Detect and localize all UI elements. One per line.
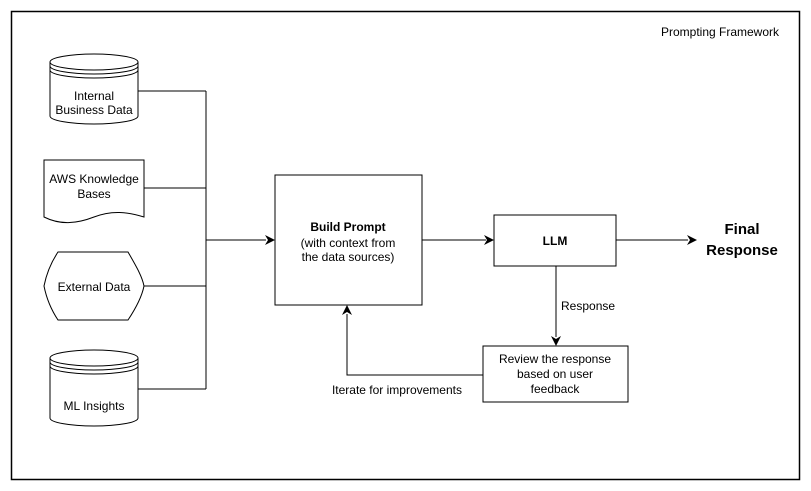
arrowhead-llm-in [484, 235, 494, 245]
internal-data-label-line2: Business Data [55, 103, 133, 117]
source-internal-business-data: Internal Business Data [49, 53, 139, 125]
build-prompt-box: Build Prompt (with context from the data… [274, 174, 423, 306]
arrowhead-final-response-in [687, 235, 697, 245]
review-line2: based on user [517, 367, 593, 381]
build-prompt-subtitle-line1: (with context from [301, 236, 396, 250]
aws-kb-label-line2: Bases [77, 187, 110, 201]
external-data-label: External Data [58, 280, 131, 294]
final-response-line1: Final [724, 221, 759, 238]
response-label: Response [561, 299, 615, 313]
response-label-bg [559, 297, 621, 314]
source-aws-knowledge-bases: AWS Knowledge Bases [43, 159, 145, 224]
aws-kb-label-line1: AWS Knowledge [49, 172, 139, 186]
build-prompt-title: Build Prompt [310, 220, 385, 234]
review-line3: feedback [531, 382, 581, 396]
arrowhead-build-prompt-in [265, 235, 275, 245]
database-icon [49, 358, 139, 427]
connectors: Response Iterate for improvements [137, 90, 697, 397]
final-response: Final Response [706, 221, 778, 259]
edge-review-to-build-prompt [346, 314, 483, 376]
iterate-label: Iterate for improvements [332, 383, 462, 397]
arrowhead-build-prompt-feedback-in [342, 305, 352, 315]
llm-box: LLM [493, 214, 617, 267]
frame-title: Prompting Framework [661, 25, 780, 39]
data-tape-icon [43, 251, 145, 321]
ml-insights-label: ML Insights [64, 399, 125, 413]
source-external-data: External Data [43, 251, 145, 321]
source-ml-insights: ML Insights [49, 349, 139, 427]
document-icon [43, 159, 145, 224]
llm-label: LLM [543, 234, 568, 248]
review-line1: Review the response [499, 352, 611, 366]
build-prompt-subtitle-line2: the data sources) [302, 250, 395, 264]
internal-data-label-line1: Internal [74, 89, 114, 103]
arrowhead-review-in [551, 336, 561, 346]
database-icon [49, 62, 139, 125]
final-response-line2: Response [706, 242, 778, 259]
review-box: Review the response based on user feedba… [482, 345, 629, 403]
